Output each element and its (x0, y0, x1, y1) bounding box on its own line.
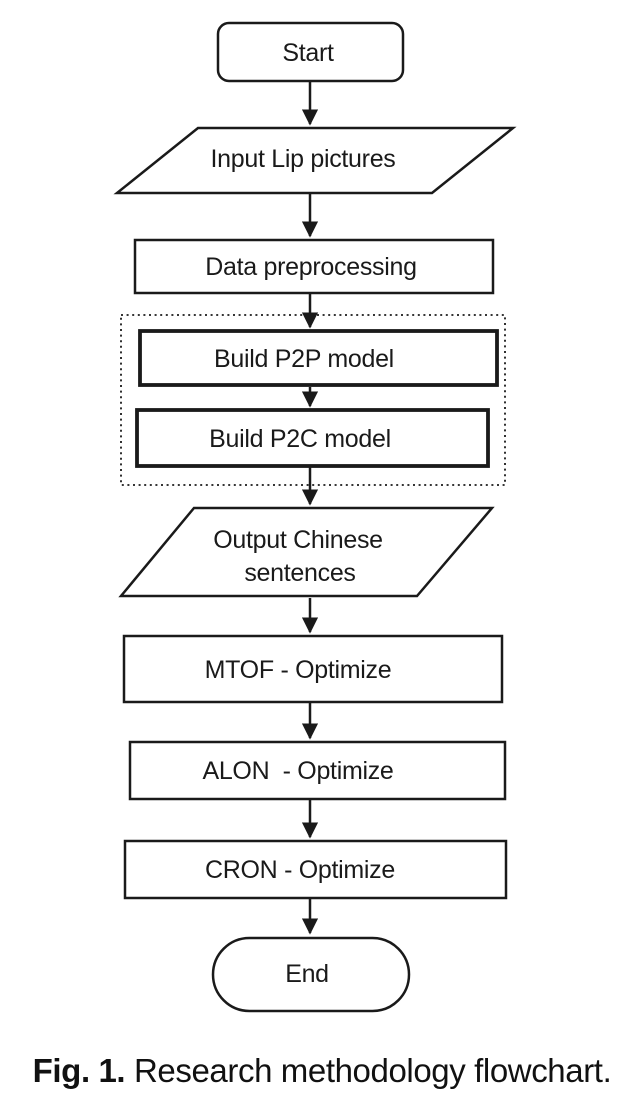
node-data-preprocessing: Data preprocessing (133, 238, 495, 295)
end-label: End (285, 960, 329, 988)
p2c-process-shape (135, 408, 490, 468)
alon-process-shape (128, 740, 507, 801)
node-build-p2p-model: Build P2P model (138, 329, 499, 387)
node-cron-optimize: CRON - Optimize (123, 839, 508, 900)
p2c-label: Build P2C model (209, 425, 391, 453)
output-parallelogram-shape (118, 506, 495, 598)
caption-figure-number: Fig. 1. (32, 1052, 126, 1089)
start-terminator-shape (216, 21, 405, 83)
figure-caption: Fig. 1. Research methodology flowchart. (0, 1052, 644, 1090)
mtof-process-shape (122, 634, 504, 704)
node-start: Start (216, 21, 405, 83)
p2p-process-shape (138, 329, 499, 387)
input-parallelogram-shape (113, 126, 517, 195)
output-label-line1: Output Chinese (213, 526, 383, 554)
node-output-chinese-sentences: Output Chinese sentences (118, 506, 495, 598)
start-label: Start (282, 39, 334, 67)
node-input-lip-pictures: Input Lip pictures (113, 126, 517, 195)
node-end: End (211, 936, 411, 1013)
mtof-label: MTOF - Optimize (205, 656, 392, 684)
preprocessing-process-shape (133, 238, 495, 295)
cron-label: CRON - Optimize (205, 856, 395, 884)
cron-process-shape (123, 839, 508, 900)
node-build-p2c-model: Build P2C model (135, 408, 490, 468)
preprocessing-label: Data preprocessing (205, 253, 416, 281)
node-alon-optimize: ALON - Optimize (128, 740, 507, 801)
input-label: Input Lip pictures (211, 145, 396, 173)
p2p-label: Build P2P model (214, 345, 394, 373)
node-mtof-optimize: MTOF - Optimize (122, 634, 504, 704)
caption-text: Research methodology flowchart. (133, 1052, 612, 1089)
end-terminator-shape (211, 936, 411, 1013)
alon-label: ALON - Optimize (202, 757, 393, 785)
output-label-line2: sentences (244, 559, 355, 587)
